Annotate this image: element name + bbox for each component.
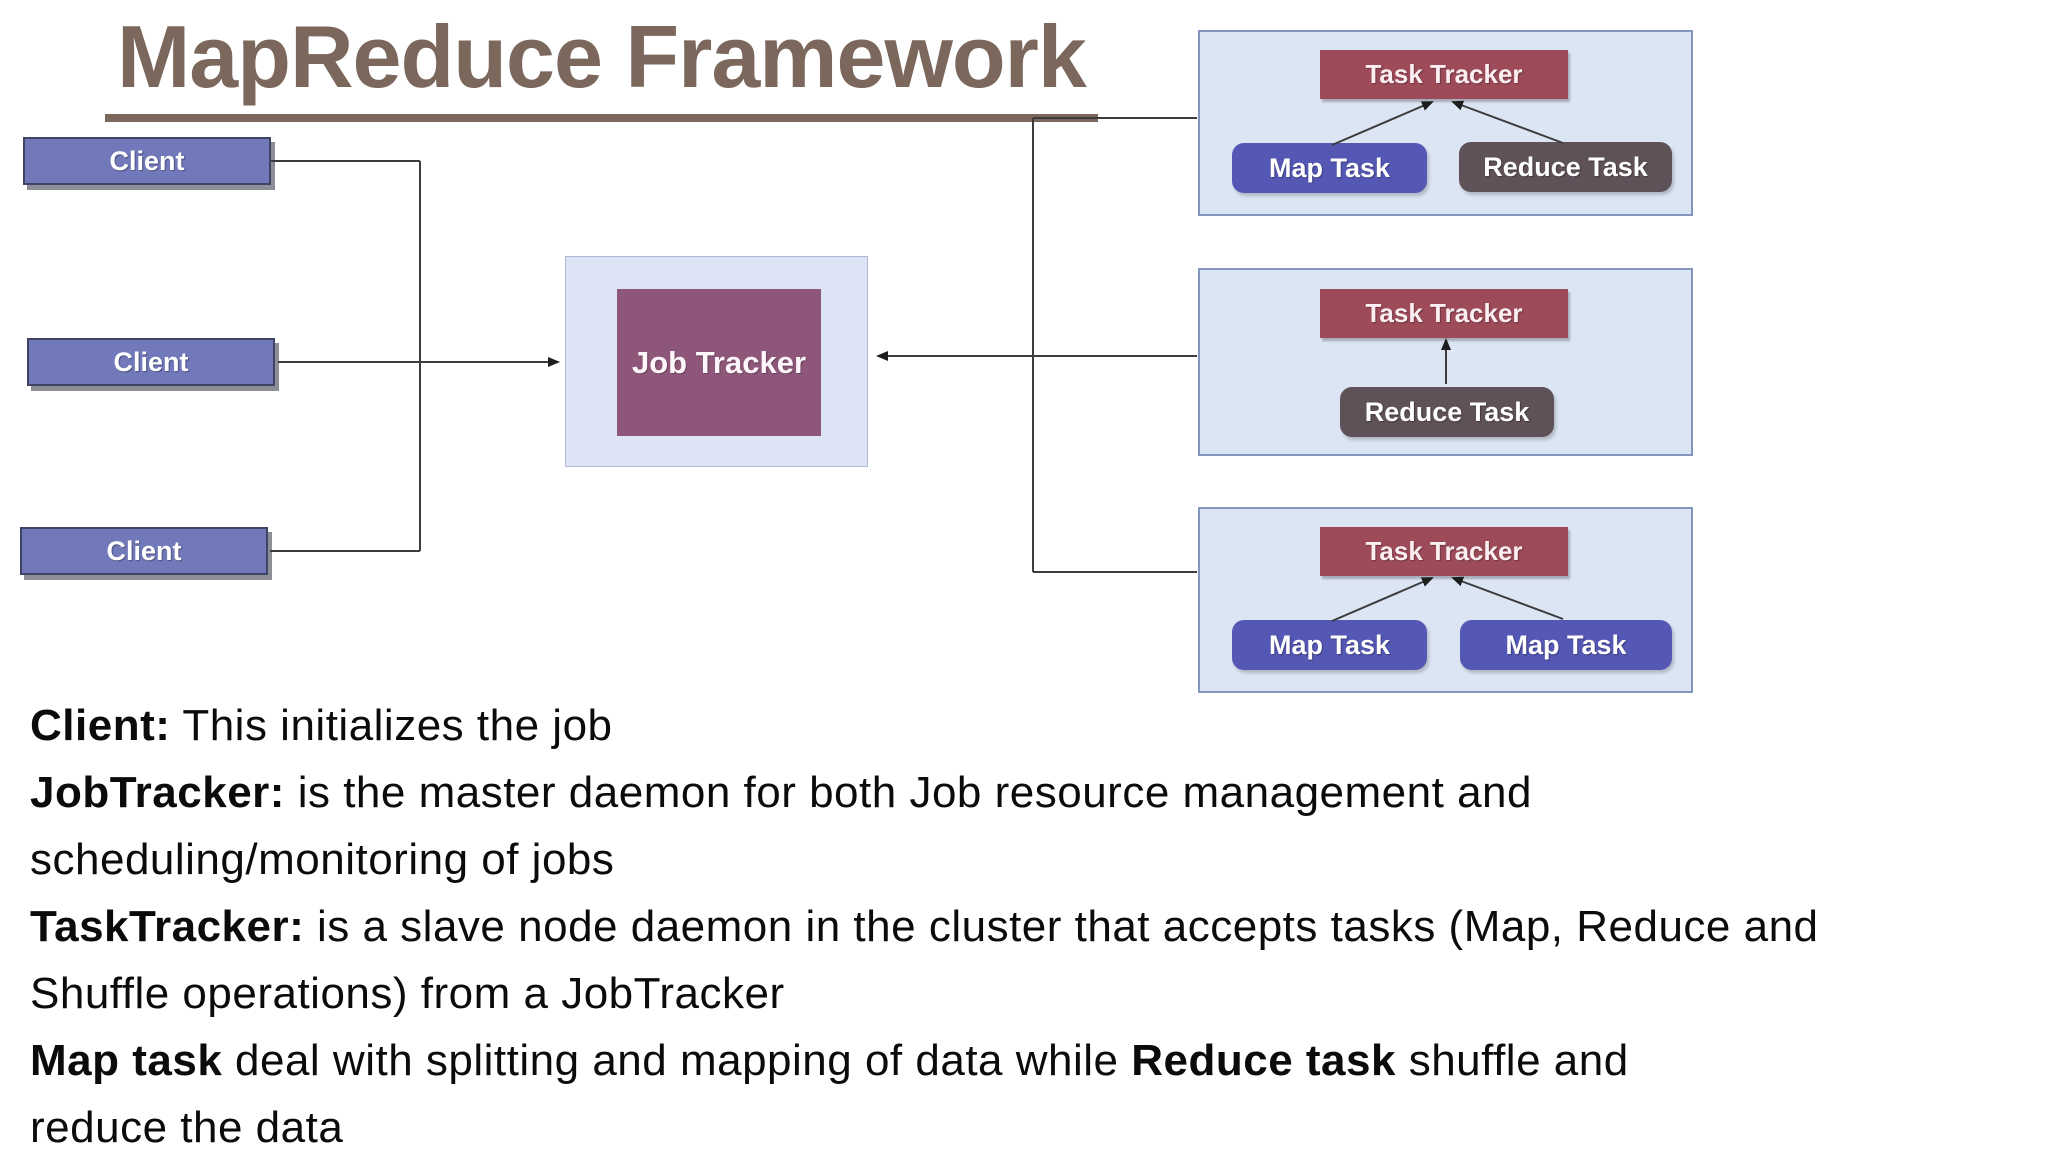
- task-tracker-node: Task Tracker: [1320, 527, 1568, 576]
- desc-segment: is a slave node daemon in the cluster th…: [304, 902, 1819, 951]
- description-line-tasktracker-cont: Shuffle operations) from a JobTracker: [30, 960, 2025, 1027]
- client-node-3: Client: [20, 527, 268, 575]
- task-tracker-node: Task Tracker: [1320, 289, 1568, 338]
- desc-term: TaskTracker:: [30, 902, 305, 951]
- desc-segment: scheduling/monitoring of jobs: [30, 835, 615, 884]
- job-tracker-panel: Job Tracker: [565, 256, 868, 467]
- map-task-node: Map Task: [1232, 143, 1427, 193]
- task-label: Map Task: [1505, 629, 1627, 660]
- client-node-2: Client: [27, 338, 275, 386]
- client-node-label: Client: [109, 145, 185, 176]
- client-node-label: Client: [113, 346, 189, 377]
- task-label: Reduce Task: [1364, 396, 1530, 427]
- desc-term: JobTracker:: [30, 768, 285, 817]
- desc-term: Client:: [30, 701, 171, 750]
- desc-segment: is the master daemon for both Job resour…: [284, 768, 1532, 817]
- description-line-jobtracker: JobTracker: is the master daemon for bot…: [30, 759, 2025, 826]
- task-tracker-label: Task Tracker: [1365, 59, 1523, 89]
- task-tracker-label: Task Tracker: [1365, 298, 1523, 328]
- page-title-text: MapReduce Framework: [105, 6, 1098, 122]
- task-tracker-panel-1: Task Tracker Map Task Reduce Task: [1198, 30, 1693, 216]
- reduce-task-node: Reduce Task: [1459, 142, 1672, 192]
- client-node-label: Client: [106, 535, 182, 566]
- client-to-jobtracker-connectors: [270, 160, 560, 552]
- description-line-maptask: Map task deal with splitting and mapping…: [30, 1027, 2025, 1094]
- task-tracker-label: Task Tracker: [1365, 536, 1523, 566]
- desc-term: Reduce task: [1131, 1036, 1396, 1085]
- job-tracker-label: Job Tracker: [631, 344, 807, 380]
- desc-term: Map task: [30, 1036, 223, 1085]
- desc-segment: This initializes the job: [170, 701, 613, 750]
- description-line-jobtracker-cont: scheduling/monitoring of jobs: [30, 826, 2025, 893]
- page-title: MapReduce Framework: [105, 6, 1098, 122]
- tasktracker-to-jobtracker-connectors: [876, 117, 1197, 573]
- map-task-node: Map Task: [1460, 620, 1672, 670]
- task-label: Map Task: [1268, 629, 1391, 660]
- desc-segment: Shuffle operations) from a JobTracker: [30, 969, 785, 1018]
- reduce-task-node: Reduce Task: [1340, 387, 1554, 437]
- map-task-node: Map Task: [1232, 620, 1427, 670]
- task-label: Map Task: [1268, 152, 1391, 183]
- description-block: Client: This initializes the job JobTrac…: [30, 692, 2025, 1161]
- task-label: Reduce Task: [1483, 151, 1648, 182]
- task-tracker-panel-2: Task Tracker Reduce Task: [1198, 268, 1693, 456]
- task-tracker-panel-3: Task Tracker Map Task Map Task: [1198, 507, 1693, 693]
- description-line-tasktracker: TaskTracker: is a slave node daemon in t…: [30, 893, 2025, 960]
- description-line-maptask-cont: reduce the data: [30, 1094, 2025, 1161]
- desc-segment: deal with splitting and mapping of data …: [222, 1036, 1132, 1085]
- job-tracker-node: Job Tracker: [617, 289, 821, 436]
- desc-segment: reduce the data: [30, 1103, 344, 1152]
- desc-segment: shuffle and: [1395, 1036, 1629, 1085]
- description-line-client: Client: This initializes the job: [30, 692, 2025, 759]
- task-tracker-node: Task Tracker: [1320, 50, 1568, 99]
- client-node-1: Client: [23, 137, 271, 185]
